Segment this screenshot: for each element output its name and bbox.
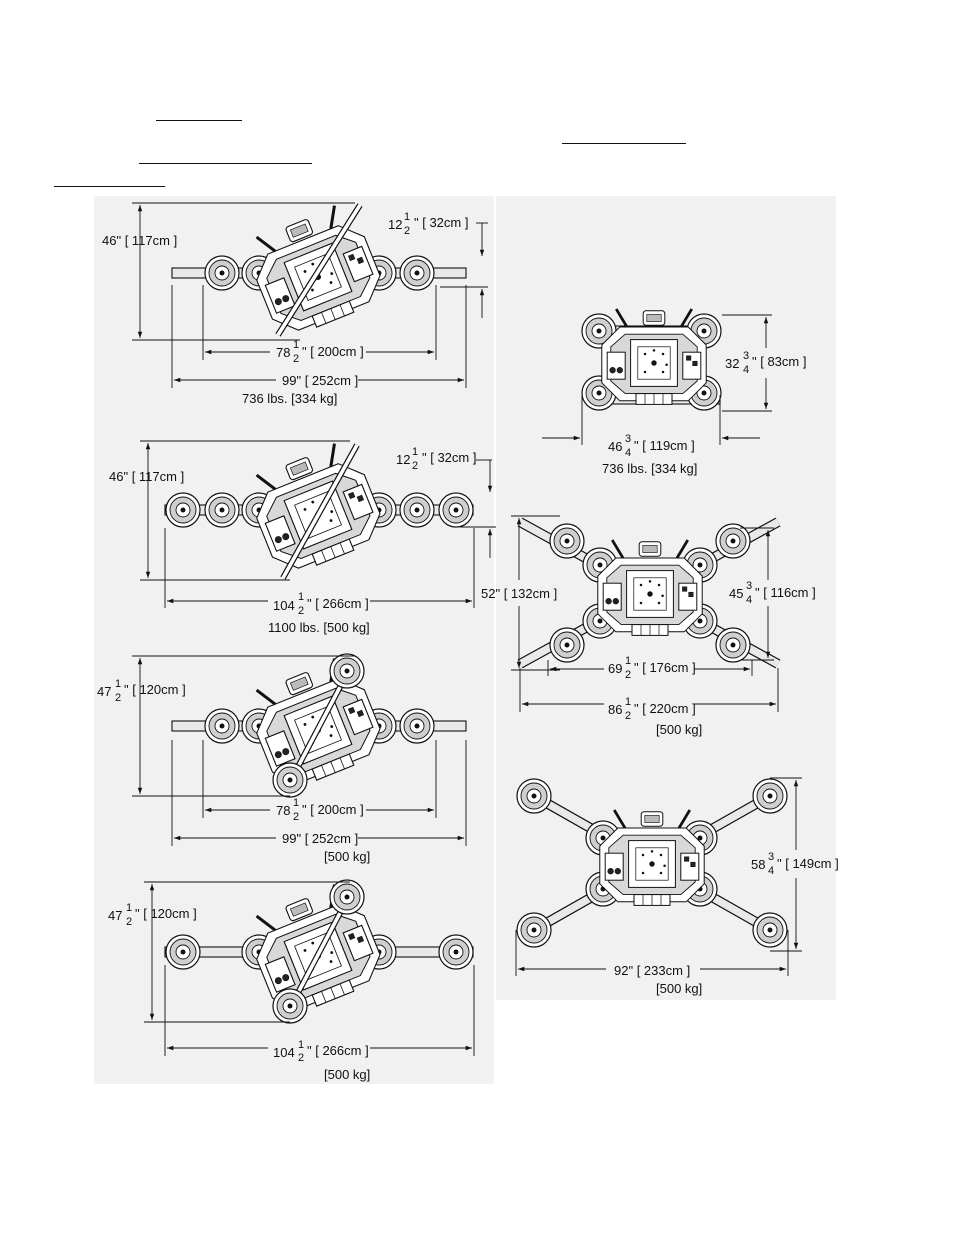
c3-inner-whole: 78: [276, 803, 290, 818]
c1-offset-whole: 12: [388, 217, 402, 232]
c2-height-label: 46" [ 117cm ]: [109, 469, 184, 484]
c1-inner-whole: 78: [276, 345, 290, 360]
c6-outer-width-metric: " [ 220cm ]: [634, 701, 696, 716]
c6-inner-width-frac-num: 1: [625, 655, 631, 667]
c3-inner-frac-den: 2: [293, 811, 299, 823]
config2-drawing: 46" [ 117cm ] 12 1 2 " [ 32cm ] 104 1 2 …: [109, 436, 496, 635]
config3-drawing: 47 1 2 " [ 120cm ] 78 1 2 " [ 200cm ] 99…: [97, 651, 467, 864]
c2-offset-frac-num: 1: [412, 446, 418, 458]
c2-offset-whole: 12: [396, 452, 410, 467]
c5-height-metric: " [ 83cm ]: [752, 354, 806, 369]
c6-inner-width-frac-den: 2: [625, 669, 631, 681]
c4-outer-metric: " [ 266cm ]: [307, 1043, 369, 1058]
c5-width-frac-num: 3: [625, 433, 631, 445]
c7-height-metric: " [ 149cm ]: [777, 856, 839, 871]
c4-height-frac-num: 1: [126, 902, 132, 914]
c1-height-label: 46" [ 117cm ]: [102, 233, 177, 248]
c4-outer-whole: 104: [273, 1045, 295, 1060]
c6-weight: [500 kg]: [656, 722, 702, 737]
c1-inner-metric: " [ 200cm ]: [302, 344, 364, 359]
blank-rule-3: [139, 163, 312, 164]
c6-inner-width-whole: 69: [608, 661, 622, 676]
c6-outer-width-frac-num: 1: [625, 696, 631, 708]
config6-drawing: 52" [ 132cm ] 45 3 4 " [ 116cm ] 69 1 2 …: [481, 515, 816, 737]
c3-height-frac-num: 1: [115, 678, 121, 690]
c5-height-frac-den: 4: [743, 364, 749, 376]
c5-height-whole: 32: [725, 356, 739, 371]
c6-outer-width-frac-den: 2: [625, 710, 631, 722]
c7-height-frac-num: 3: [768, 851, 774, 863]
c6-inner-height-metric: " [ 116cm ]: [755, 585, 816, 600]
c7-height-frac-den: 4: [768, 865, 774, 877]
c2-offset-frac-den: 2: [412, 460, 418, 472]
c2-weight: 1100 lbs. [500 kg]: [268, 620, 370, 635]
c1-outer-label: 99" [ 252cm ]: [282, 373, 358, 388]
c1-inner-frac-den: 2: [293, 353, 299, 365]
c4-weight: [500 kg]: [324, 1067, 370, 1082]
c6-inner-height-frac-den: 4: [746, 594, 752, 606]
c7-width-label: 92" [ 233cm ]: [614, 963, 690, 978]
c1-inner-frac-num: 1: [293, 339, 299, 351]
c1-offset-frac-den: 2: [404, 225, 410, 237]
config4-drawing: 47 1 2 " [ 120cm ] 104 1 2 " [ 266cm ] […: [108, 877, 475, 1082]
c6-outer-width-whole: 86: [608, 702, 622, 717]
c2-outer-frac-num: 1: [298, 591, 304, 603]
c5-width-metric: " [ 119cm ]: [634, 438, 695, 453]
c4-outer-frac-num: 1: [298, 1039, 304, 1051]
blank-rule-1: [156, 120, 242, 121]
c1-offset-frac-num: 1: [404, 211, 410, 223]
c4-height-frac-den: 2: [126, 916, 132, 928]
c1-offset-metric: " [ 32cm ]: [414, 215, 468, 230]
c2-outer-frac-den: 2: [298, 605, 304, 617]
c7-height-whole: 58: [751, 857, 765, 872]
c4-height-whole: 47: [108, 908, 122, 923]
c4-height-metric: " [ 120cm ]: [135, 906, 197, 921]
c6-inner-height-whole: 45: [729, 586, 743, 601]
c7-weight: [500 kg]: [656, 981, 702, 996]
blank-rule-4: [54, 186, 165, 187]
c3-inner-frac-num: 1: [293, 797, 299, 809]
c5-width-frac-den: 4: [625, 447, 631, 459]
c4-outer-frac-den: 2: [298, 1052, 304, 1064]
blank-rule-2: [562, 143, 686, 144]
c3-height-metric: " [ 120cm ]: [124, 682, 186, 697]
c3-outer-label: 99" [ 252cm ]: [282, 831, 358, 846]
c6-outer-height-label: 52" [ 132cm ]: [481, 586, 557, 601]
c3-height-frac-den: 2: [115, 692, 121, 704]
c6-inner-width-metric: " [ 176cm ]: [634, 660, 696, 675]
c5-height-frac-num: 3: [743, 350, 749, 362]
config1-drawing: 46" [ 117cm ] 12 1 2 " [ 32cm ] 78 1 2 "…: [102, 198, 488, 406]
c2-offset-metric: " [ 32cm ]: [422, 450, 476, 465]
c3-weight: [500 kg]: [324, 849, 370, 864]
config5-drawing: 32 3 4 " [ 83cm ] 46 3 4 " [ 119cm ] 736…: [542, 307, 806, 476]
c2-outer-whole: 104: [273, 598, 295, 613]
c1-weight: 736 lbs. [334 kg]: [242, 391, 337, 406]
c2-outer-metric: " [ 266cm ]: [307, 596, 369, 611]
c6-inner-height-frac-num: 3: [746, 580, 752, 592]
c3-inner-metric: " [ 200cm ]: [302, 802, 364, 817]
c5-width-whole: 46: [608, 439, 622, 454]
c5-weight: 736 lbs. [334 kg]: [602, 461, 697, 476]
c3-height-whole: 47: [97, 684, 111, 699]
config7-drawing: 58 3 4 " [ 149cm ] 92" [ 233cm ] [500 kg…: [515, 777, 839, 996]
